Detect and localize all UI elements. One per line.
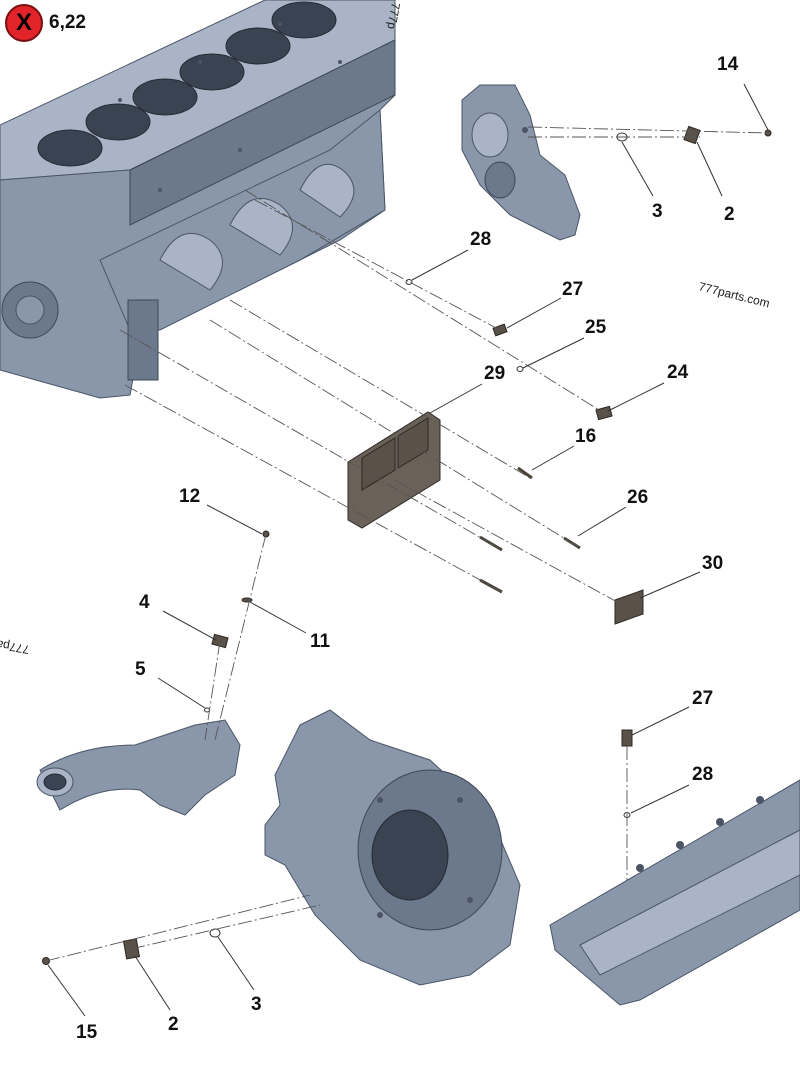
callout-27: 27 [562,279,583,300]
callout-3b: 3 [251,994,262,1015]
flywheel-housing [264,709,521,986]
callout-30: 30 [702,553,723,574]
callout-4: 4 [139,592,150,613]
callout-15: 15 [76,1022,98,1043]
callout-28: 28 [470,229,491,250]
callout-28b: 28 [692,764,713,785]
watermark-left: 777pa [0,637,31,657]
watermark-top: 777p [384,1,402,30]
callout-3: 3 [652,201,663,222]
callout-12: 12 [179,486,200,507]
engine-control-module [347,411,441,529]
callout-labels: 14 3 2 28 27 25 29 24 16 12 26 30 4 11 5… [76,54,739,1043]
oil-pan-rail [549,779,800,1006]
close-icon: X [15,9,32,36]
callout-2b: 2 [168,1014,179,1035]
callout-26: 26 [627,487,648,508]
intake-elbow [36,719,241,816]
alignment-lines [45,126,769,962]
timing-cover [461,84,581,241]
callout-5: 5 [135,659,146,680]
callout-11: 11 [310,631,331,652]
badge-reference-label: 6,22 [49,12,86,33]
callout-14: 14 [717,54,739,75]
callout-2: 2 [724,204,735,225]
engine-block [0,0,396,399]
remove-badge: X [5,4,43,42]
callout-29: 29 [484,363,505,384]
callout-16: 16 [575,426,596,447]
watermark-right: 777parts.com [697,279,771,310]
callout-25: 25 [585,317,607,338]
callout-24: 24 [667,362,689,383]
callout-27b: 27 [692,688,713,709]
leader-lines [47,83,769,1017]
